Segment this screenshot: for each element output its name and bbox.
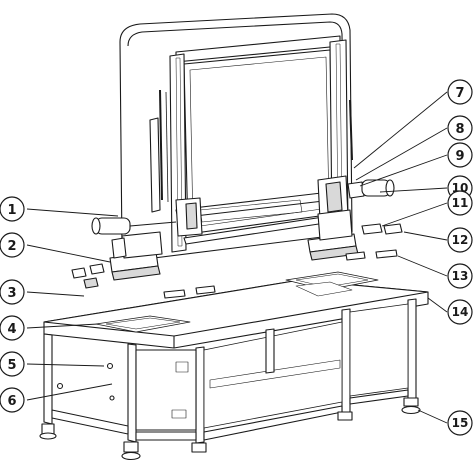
leader-6 (26, 383, 113, 401)
callout-13: 13 (447, 263, 473, 289)
leader-7 (353, 91, 448, 169)
callout-4-label: 4 (7, 322, 16, 337)
upright-frame (119, 13, 353, 261)
callout-12-label: 12 (452, 233, 469, 247)
callouts: 1 2 3 4 5 6 7 8 (0, 79, 473, 436)
callout-2: 2 (0, 232, 25, 258)
callout-8-label: 8 (455, 122, 464, 137)
leader-lines (26, 91, 448, 424)
callout-3: 3 (0, 279, 25, 305)
callout-4: 4 (0, 315, 25, 341)
callout-8: 8 (447, 115, 473, 141)
callout-5-label: 5 (7, 358, 16, 373)
callout-5: 5 (0, 351, 25, 377)
callout-15: 15 (447, 410, 473, 436)
callout-1: 1 (0, 196, 25, 222)
callout-14-label: 14 (452, 305, 469, 319)
callout-14: 14 (447, 299, 473, 325)
leader-10 (379, 187, 448, 193)
leader-13 (397, 255, 448, 277)
callout-11-label: 11 (452, 196, 469, 210)
machine-drawing (39, 13, 429, 461)
leader-4 (26, 323, 99, 329)
leader-9 (359, 154, 448, 187)
callout-3-label: 3 (7, 286, 16, 301)
leader-15 (417, 409, 448, 424)
leader-1 (26, 208, 119, 217)
leader-11 (381, 202, 448, 227)
table-top (43, 271, 429, 349)
callout-11: 11 (447, 190, 473, 216)
callout-9: 9 (447, 142, 473, 168)
leader-12 (403, 231, 448, 241)
leader-3 (26, 291, 85, 297)
callout-6-label: 6 (7, 394, 16, 409)
callout-2-label: 2 (7, 239, 16, 254)
leader-8 (355, 127, 448, 181)
callout-6: 6 (0, 387, 25, 413)
callout-9-label: 9 (455, 149, 464, 164)
leader-2 (26, 244, 111, 263)
callout-15-label: 15 (452, 416, 469, 430)
leader-14 (427, 297, 448, 313)
callout-7-label: 7 (455, 86, 464, 101)
callout-13-label: 13 (452, 269, 469, 283)
left-base (109, 231, 163, 281)
leader-5 (26, 363, 105, 367)
callout-12: 12 (447, 227, 473, 253)
callout-7: 7 (447, 79, 473, 105)
right-base (307, 209, 359, 261)
cabinet-frame (39, 298, 421, 461)
loose-parts (71, 223, 403, 299)
left-carriage (91, 197, 203, 237)
callout-1-label: 1 (7, 203, 16, 218)
